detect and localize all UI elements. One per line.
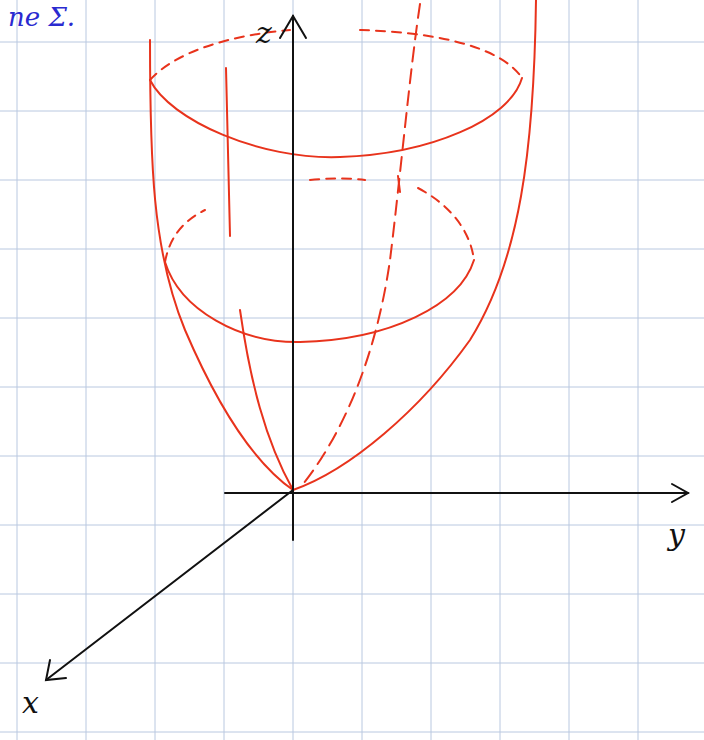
handwritten-note: ne Σ. <box>8 4 75 30</box>
axes <box>46 16 688 680</box>
axis-label: y <box>668 520 685 550</box>
axis-label: z <box>256 18 272 48</box>
axis-label: x <box>22 688 39 718</box>
paraboloid <box>150 0 536 490</box>
